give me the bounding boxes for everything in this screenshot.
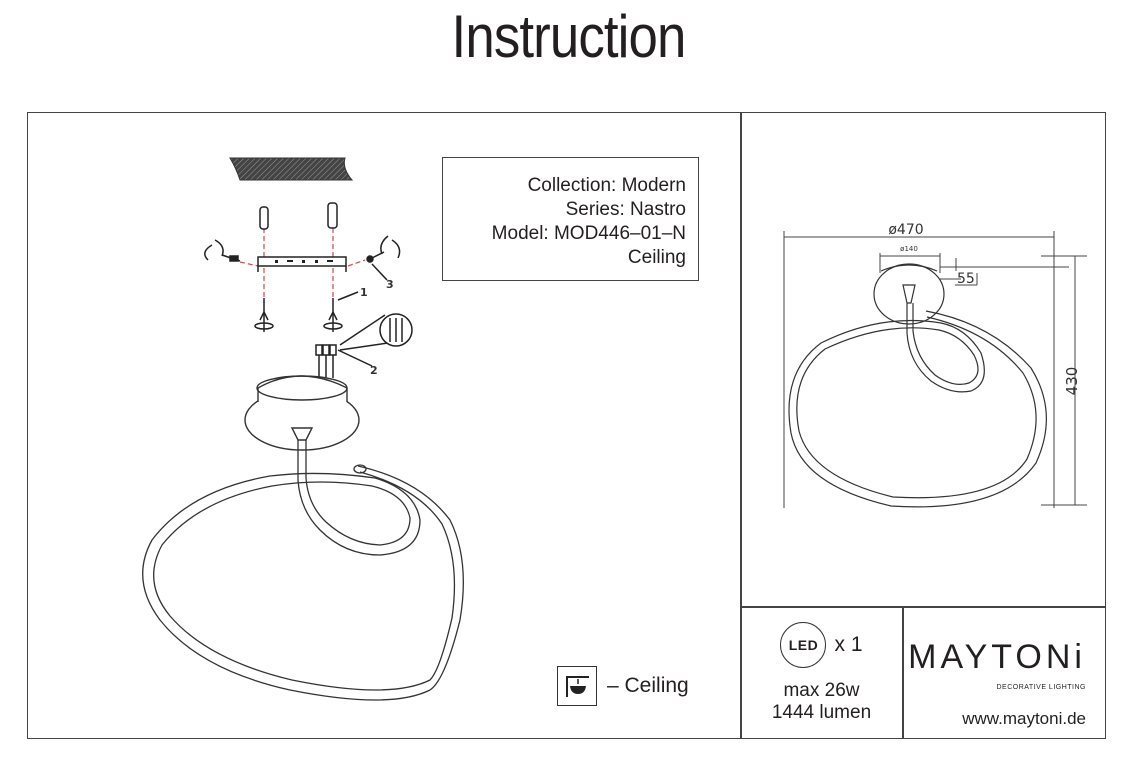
mount-legend: – Ceiling bbox=[557, 666, 689, 706]
callout-1: 1 bbox=[360, 286, 368, 299]
brand-block: MAYTONi DECORATIVE LIGHTING www.maytoni.… bbox=[904, 608, 1106, 739]
ceiling-slab-icon bbox=[229, 157, 354, 181]
callout-2: 2 bbox=[370, 364, 378, 377]
canopy-icon bbox=[244, 375, 360, 451]
canopy-diameter-dim: ø140 bbox=[900, 245, 918, 253]
led-count: x 1 bbox=[834, 633, 863, 656]
mounting-bracket-icon bbox=[257, 256, 347, 272]
brand-tagline: DECORATIVE LIGHTING bbox=[996, 684, 1086, 691]
dimension-drawing: ø470 ø140 55 430 bbox=[783, 222, 1087, 508]
led-icon: LED bbox=[780, 622, 827, 668]
panel-divider-horizontal bbox=[740, 606, 1106, 608]
lumen-output: 1444 lumen bbox=[771, 702, 872, 723]
collection-label: Collection: Modern bbox=[527, 175, 686, 196]
wall-plug-icon bbox=[259, 206, 269, 230]
panel-divider bbox=[740, 112, 742, 739]
mount-type-label: Ceiling bbox=[627, 247, 686, 268]
overall-height-dim: 430 bbox=[1063, 367, 1081, 396]
wall-plug-icon bbox=[327, 202, 338, 229]
footer-divider bbox=[902, 606, 904, 739]
callout-3: 3 bbox=[386, 278, 394, 291]
brand-website-link[interactable]: www.maytoni.de bbox=[962, 709, 1086, 728]
series-label: Series: Nastro bbox=[565, 199, 686, 220]
overall-diameter-dim: ø470 bbox=[888, 222, 923, 238]
max-power: max 26w bbox=[783, 680, 860, 701]
ceiling-mount-icon bbox=[557, 666, 597, 706]
mount-legend-label: – Ceiling bbox=[607, 674, 689, 697]
assembly-diagram: 3 1 2 bbox=[142, 157, 464, 701]
lamp-side-view bbox=[788, 263, 1047, 508]
canopy-height-dim: 55 bbox=[957, 271, 975, 287]
terminal-block-icon bbox=[315, 313, 413, 378]
brand-logo: MAYTONi bbox=[908, 638, 1086, 676]
instruction-frame bbox=[27, 112, 1106, 739]
page-title: Instruction bbox=[451, 3, 687, 70]
light-source-spec: LED x 1 max 26w 1444 lumen bbox=[741, 608, 902, 739]
product-info-box: Collection: Modern Series: Nastro Model:… bbox=[442, 157, 699, 281]
model-label: Model: MOD446–01–N bbox=[491, 223, 686, 244]
ring-lamp-icon bbox=[142, 440, 464, 701]
